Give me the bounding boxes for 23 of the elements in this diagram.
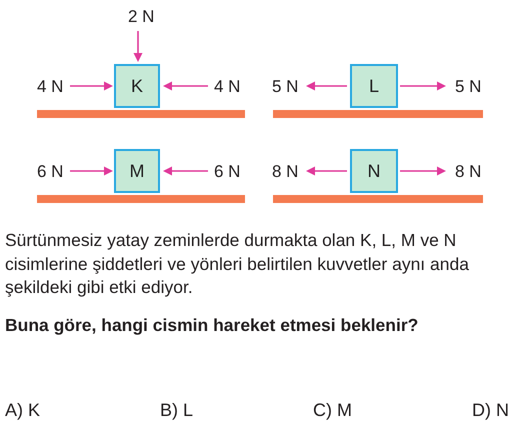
answer-option: B) L — [160, 398, 194, 422]
force-value: 6 N — [214, 161, 240, 183]
block-label: L — [368, 76, 379, 96]
force-value: 4 N — [37, 76, 64, 98]
block — [114, 64, 160, 108]
force-value: 8 N — [455, 161, 482, 183]
block — [350, 64, 398, 108]
force-value: 2 N — [128, 6, 154, 28]
block-label: M — [130, 160, 144, 182]
force-value: 8 N — [272, 161, 298, 183]
force-value: 5 N — [455, 76, 482, 98]
block-label: N — [368, 160, 380, 182]
block-label: K — [130, 76, 143, 96]
question-text: Sürtünmesiz yatay zeminlerde durmakta olan K, L, M ve N cisimlerine şiddetleri ve yönleri belirtilen kuvvetler aynı anda şekildeki gibi etki ediyor. — [5, 229, 470, 300]
force-value: 5 N — [272, 76, 298, 98]
force-value: 6 N — [37, 161, 64, 183]
answer-option: D) N — [472, 398, 509, 422]
question-prompt: Buna göre, hangi cismin hareket etmesi beklenir? — [5, 314, 418, 337]
block — [350, 149, 398, 193]
answer-option: A) K — [5, 398, 40, 422]
force-value: 4 N — [214, 76, 240, 98]
answer-option: C) M — [313, 398, 352, 422]
block — [114, 149, 160, 193]
